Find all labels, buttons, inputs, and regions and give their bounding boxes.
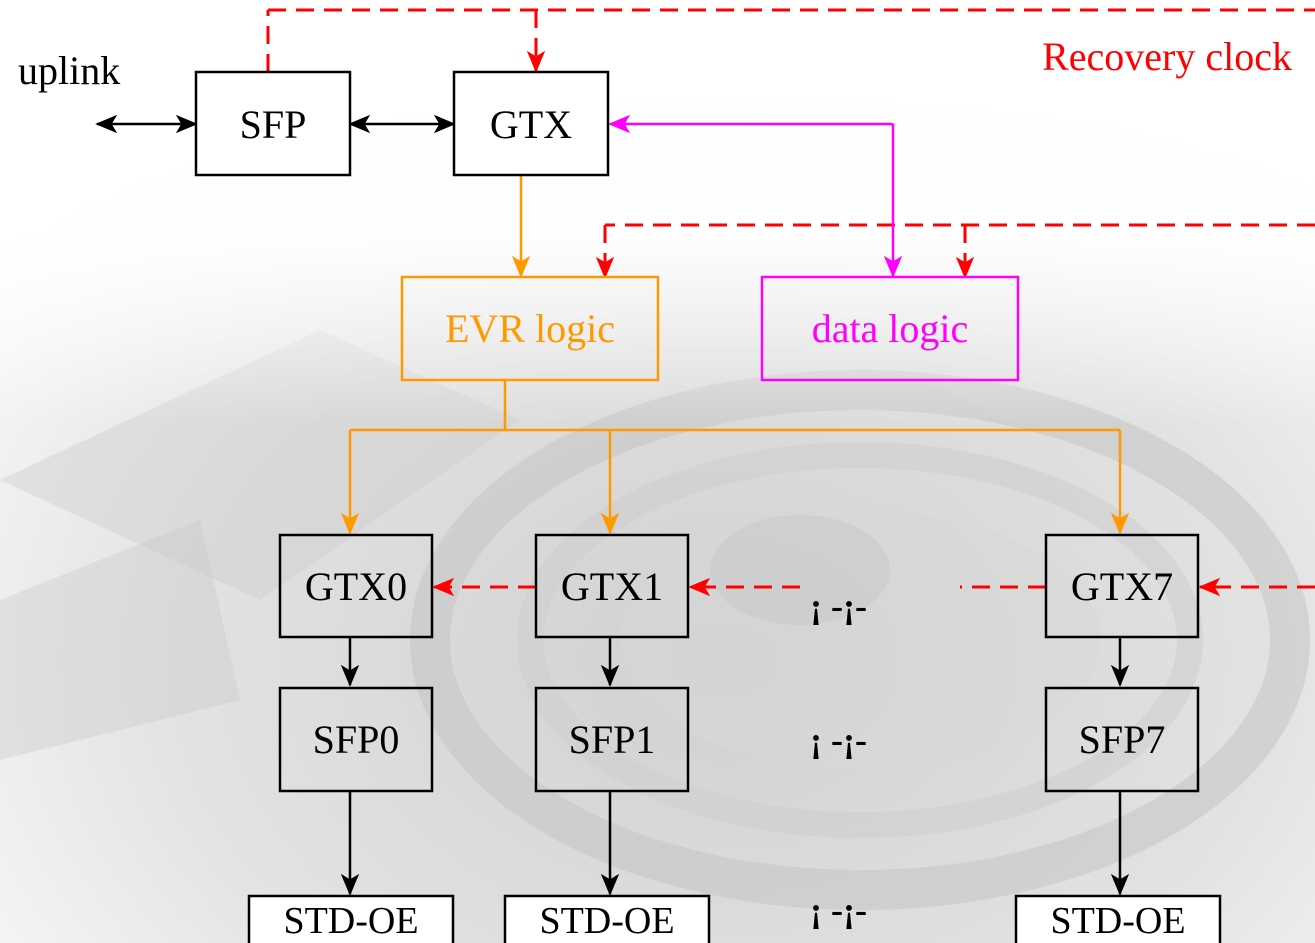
- sfp-box: [194, 70, 352, 177]
- ellipsis-gtx-row: ¡ -¡-: [810, 586, 867, 626]
- sfp0-label: SFP0: [313, 717, 400, 762]
- gtx-box: [452, 70, 610, 177]
- sfp-label: SFP: [240, 102, 307, 147]
- downstream-lines: [340, 637, 1130, 896]
- recovery-clock-lines: [266, 8, 1315, 597]
- ellipsis-oe-row: ¡ -¡-: [810, 890, 867, 930]
- gtx-label: GTX: [490, 102, 572, 147]
- sfp7-label: SFP7: [1079, 717, 1166, 762]
- gtx1-label: GTX1: [561, 564, 663, 609]
- gtx0-box: [278, 533, 434, 639]
- ellipsis-sfp-row: ¡ -¡-: [810, 720, 867, 760]
- sfp1-box: [534, 686, 690, 793]
- evr-logic-label: EVR logic: [445, 306, 615, 351]
- gtx7-box: [1044, 533, 1200, 639]
- labels: uplink SFP GTX Recovery clock EVR logic …: [18, 34, 1292, 942]
- data-lines: [608, 114, 903, 278]
- evr-lines: [340, 175, 1130, 535]
- evr-logic-box: [400, 275, 660, 382]
- std-oe-7-box: [1014, 894, 1222, 943]
- sfp7-box: [1044, 686, 1200, 793]
- std-oe-1-label: STD-OE: [539, 900, 674, 942]
- std-oe-0-label: STD-OE: [283, 900, 418, 942]
- sfp1-label: SFP1: [569, 717, 656, 762]
- gtx7-label: GTX7: [1071, 564, 1173, 609]
- data-logic-label: data logic: [812, 306, 969, 351]
- boxes: [194, 70, 1222, 943]
- gtx0-label: GTX0: [305, 564, 407, 609]
- std-oe-1-box: [503, 894, 711, 943]
- std-oe-7-label: STD-OE: [1050, 900, 1185, 942]
- gtx1-box: [534, 533, 690, 639]
- std-oe-0-box: [247, 894, 455, 943]
- uplink-label: uplink: [18, 48, 120, 93]
- recovery-clock-label: Recovery clock: [1042, 34, 1292, 79]
- data-logic-box: [760, 275, 1020, 382]
- sfp0-box: [278, 686, 434, 793]
